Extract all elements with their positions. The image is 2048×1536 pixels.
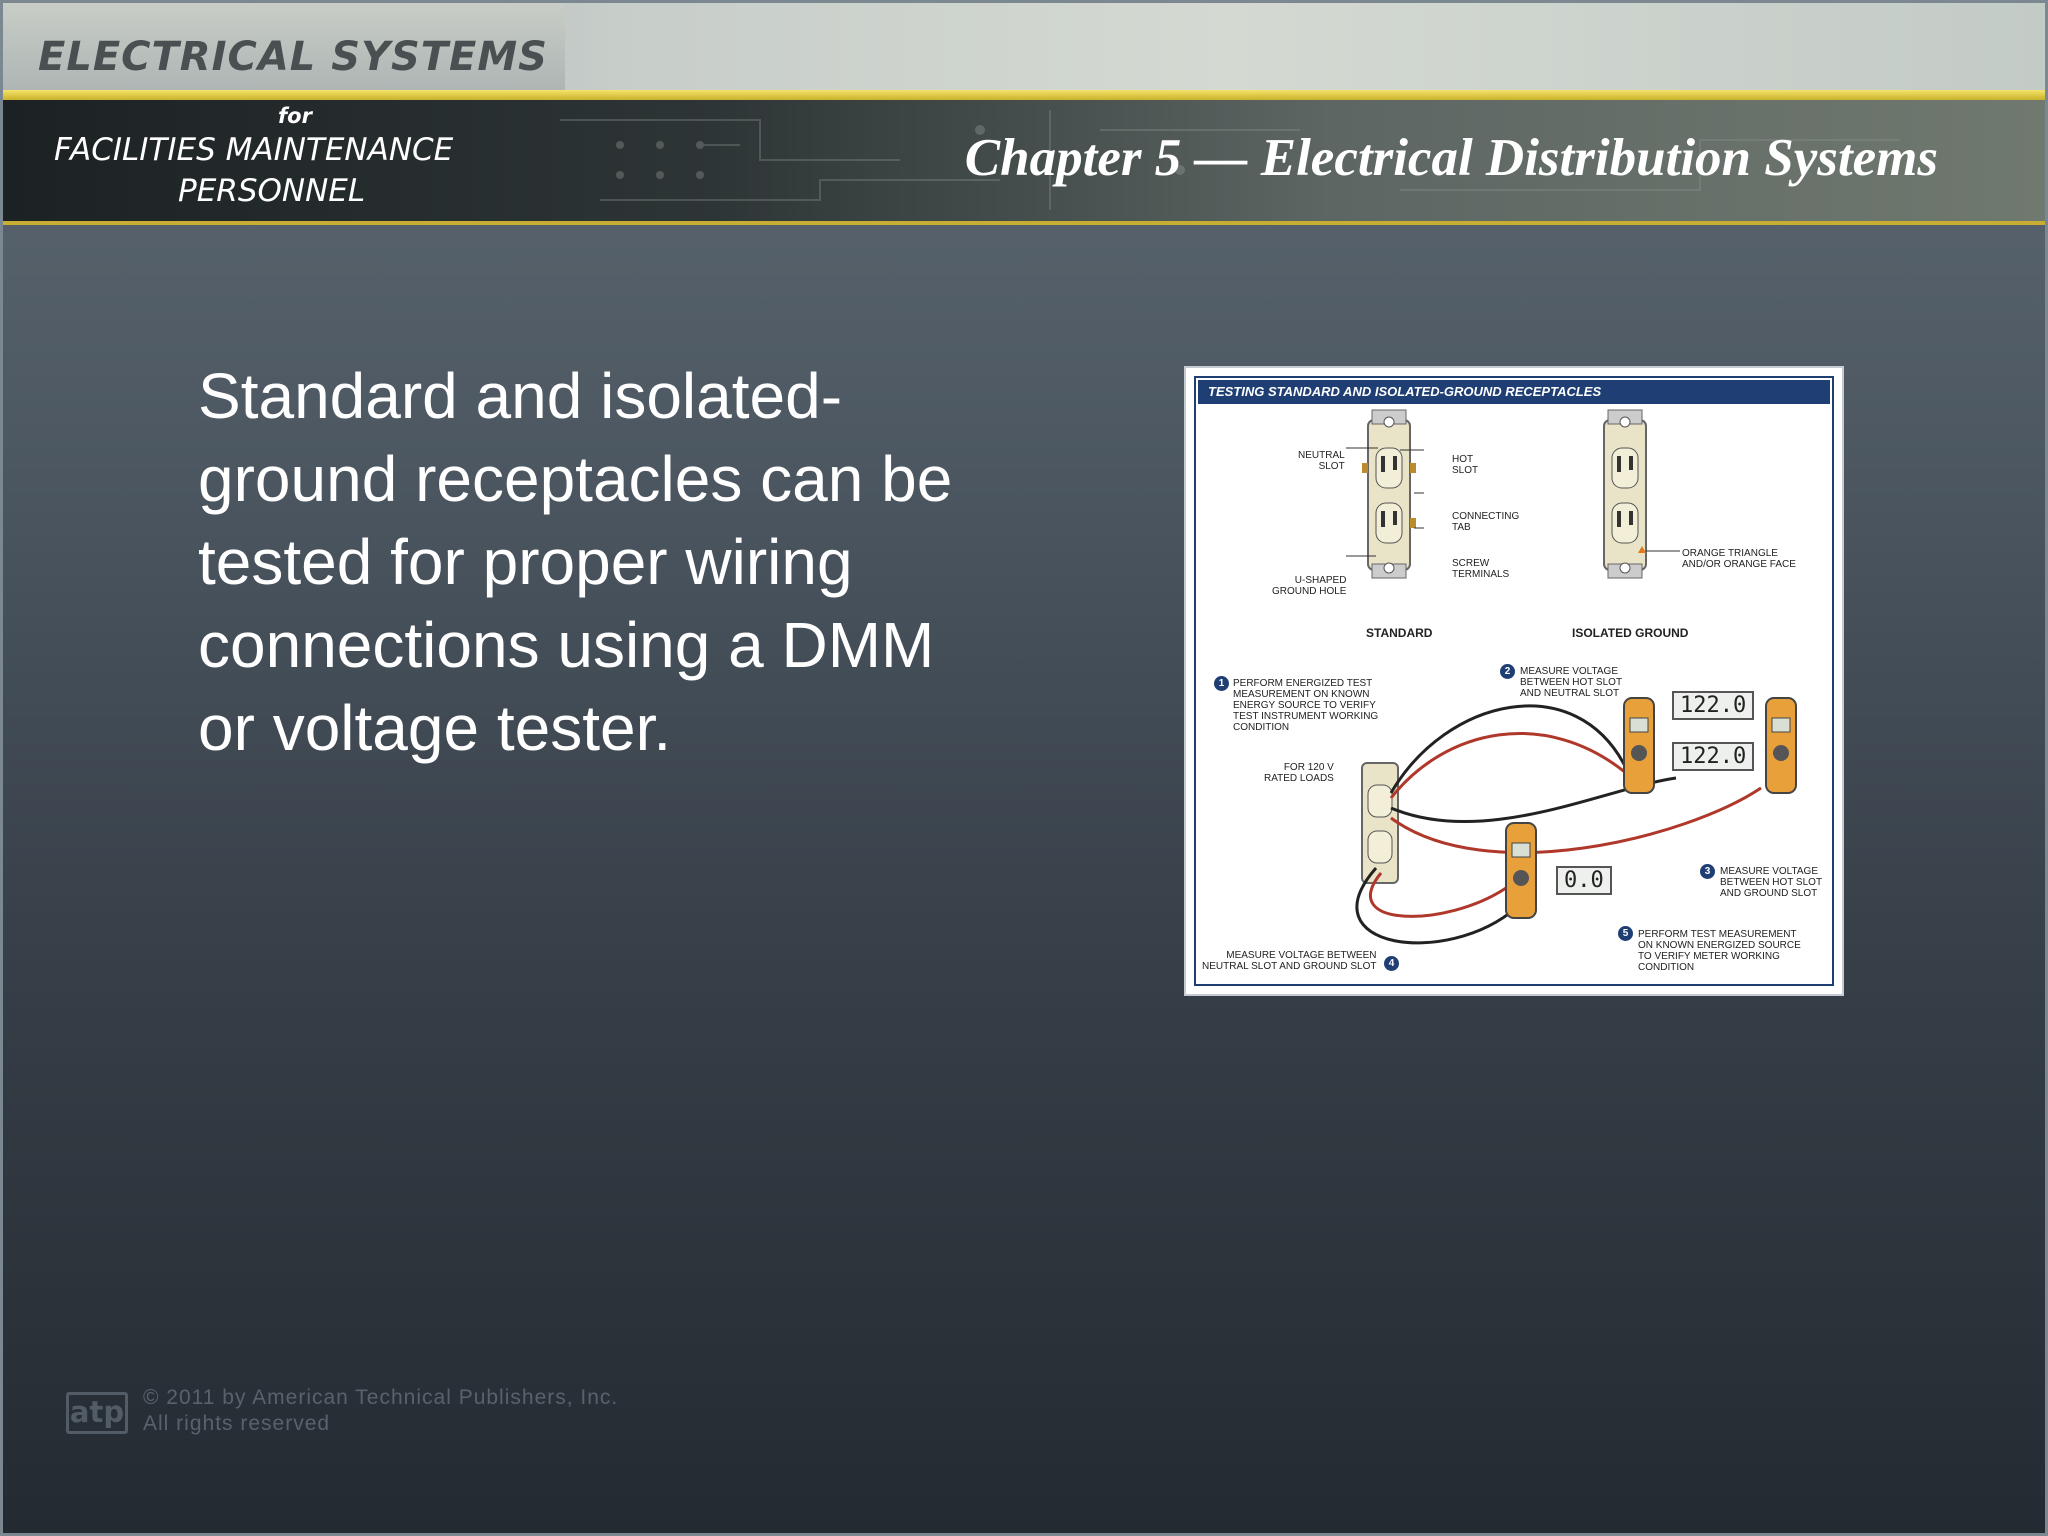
step-5-badge: 5 xyxy=(1618,926,1633,941)
copyright-line1: © 2011 by American Technical Publishers,… xyxy=(143,1386,619,1409)
label-orange-triangle: ORANGE TRIANGLE AND/OR ORANGE FACE xyxy=(1682,548,1796,570)
figure-title-bar: TESTING STANDARD AND ISOLATED-GROUND REC… xyxy=(1198,380,1830,404)
slide-header: ELECTRICAL SYSTEMS for FACILITIES MAINTE… xyxy=(0,0,2048,230)
meter-icon xyxy=(1765,697,1797,794)
label-screw-terminals: SCREW TERMINALS xyxy=(1452,558,1510,580)
label-step-3: MEASURE VOLTAGE BETWEEN HOT SLOT AND GRO… xyxy=(1720,866,1823,899)
gold-divider-bottom xyxy=(0,221,2048,225)
logo-subtitle-line1: FACILITIES MAINTENANCE xyxy=(54,132,454,168)
test-receptacle-icon xyxy=(1361,762,1399,884)
label-for-120v: FOR 120 V RATED LOADS xyxy=(1264,762,1334,784)
label-step-4: MEASURE VOLTAGE BETWEEN NEUTRAL SLOT AND… xyxy=(1202,950,1377,972)
meter-readout: 0.0 xyxy=(1556,866,1612,895)
header-dark-band xyxy=(0,100,2048,221)
logo-title: ELECTRICAL SYSTEMS xyxy=(38,34,548,80)
copyright-notice: © 2011 by American Technical Publishers,… xyxy=(143,1385,618,1437)
chapter-title: Chapter 5 — Electrical Distribution Syst… xyxy=(964,129,1938,187)
figure-receptacle-testing: TESTING STANDARD AND ISOLATED-GROUND REC… xyxy=(1184,366,1844,996)
isolated-ground-receptacle-icon xyxy=(1603,409,1647,579)
gold-divider-top xyxy=(0,90,2048,100)
slide-body-text: Standard and isolated-ground receptacles… xyxy=(198,360,953,764)
label-step-5: PERFORM TEST MEASUREMENT ON KNOWN ENERGI… xyxy=(1638,929,1801,973)
meter-icon xyxy=(1505,822,1537,919)
label-neutral-slot: NEUTRAL SLOT xyxy=(1298,450,1345,472)
step-4-badge: 4 xyxy=(1384,956,1399,971)
label-hot-slot: HOT SLOT xyxy=(1452,454,1479,476)
atp-logo: atp xyxy=(66,1392,128,1434)
circuit-texture xyxy=(560,110,1900,210)
caption-standard: STANDARD xyxy=(1366,626,1433,640)
step-2-badge: 2 xyxy=(1500,664,1515,679)
figure-title: TESTING STANDARD AND ISOLATED-GROUND REC… xyxy=(1208,384,1602,399)
figure-frame: TESTING STANDARD AND ISOLATED-GROUND REC… xyxy=(1194,376,1834,986)
label-u-shaped-ground: U-SHAPED GROUND HOLE xyxy=(1272,575,1347,597)
meter-icon xyxy=(1623,697,1655,794)
meter-readout: 122.0 xyxy=(1672,742,1755,771)
logo-for: for xyxy=(278,104,312,128)
step-3-badge: 3 xyxy=(1700,864,1715,879)
standard-receptacle-icon xyxy=(1362,409,1416,579)
logo-panel xyxy=(0,0,565,90)
copyright-line2: All rights reserved xyxy=(143,1412,331,1435)
label-connecting-tab: CONNECTING TAB xyxy=(1452,511,1520,533)
meter-readout: 122.0 xyxy=(1672,691,1755,720)
figure-illustration xyxy=(1346,409,1797,945)
caption-isolated-ground: ISOLATED GROUND xyxy=(1572,626,1689,640)
label-step-2: MEASURE VOLTAGE BETWEEN HOT SLOT AND NEU… xyxy=(1520,666,1623,699)
label-step-1: PERFORM ENERGIZED TEST MEASUREMENT ON KN… xyxy=(1233,678,1379,733)
step-1-badge: 1 xyxy=(1214,676,1229,691)
logo-subtitle-line2: PERSONNEL xyxy=(178,173,366,209)
